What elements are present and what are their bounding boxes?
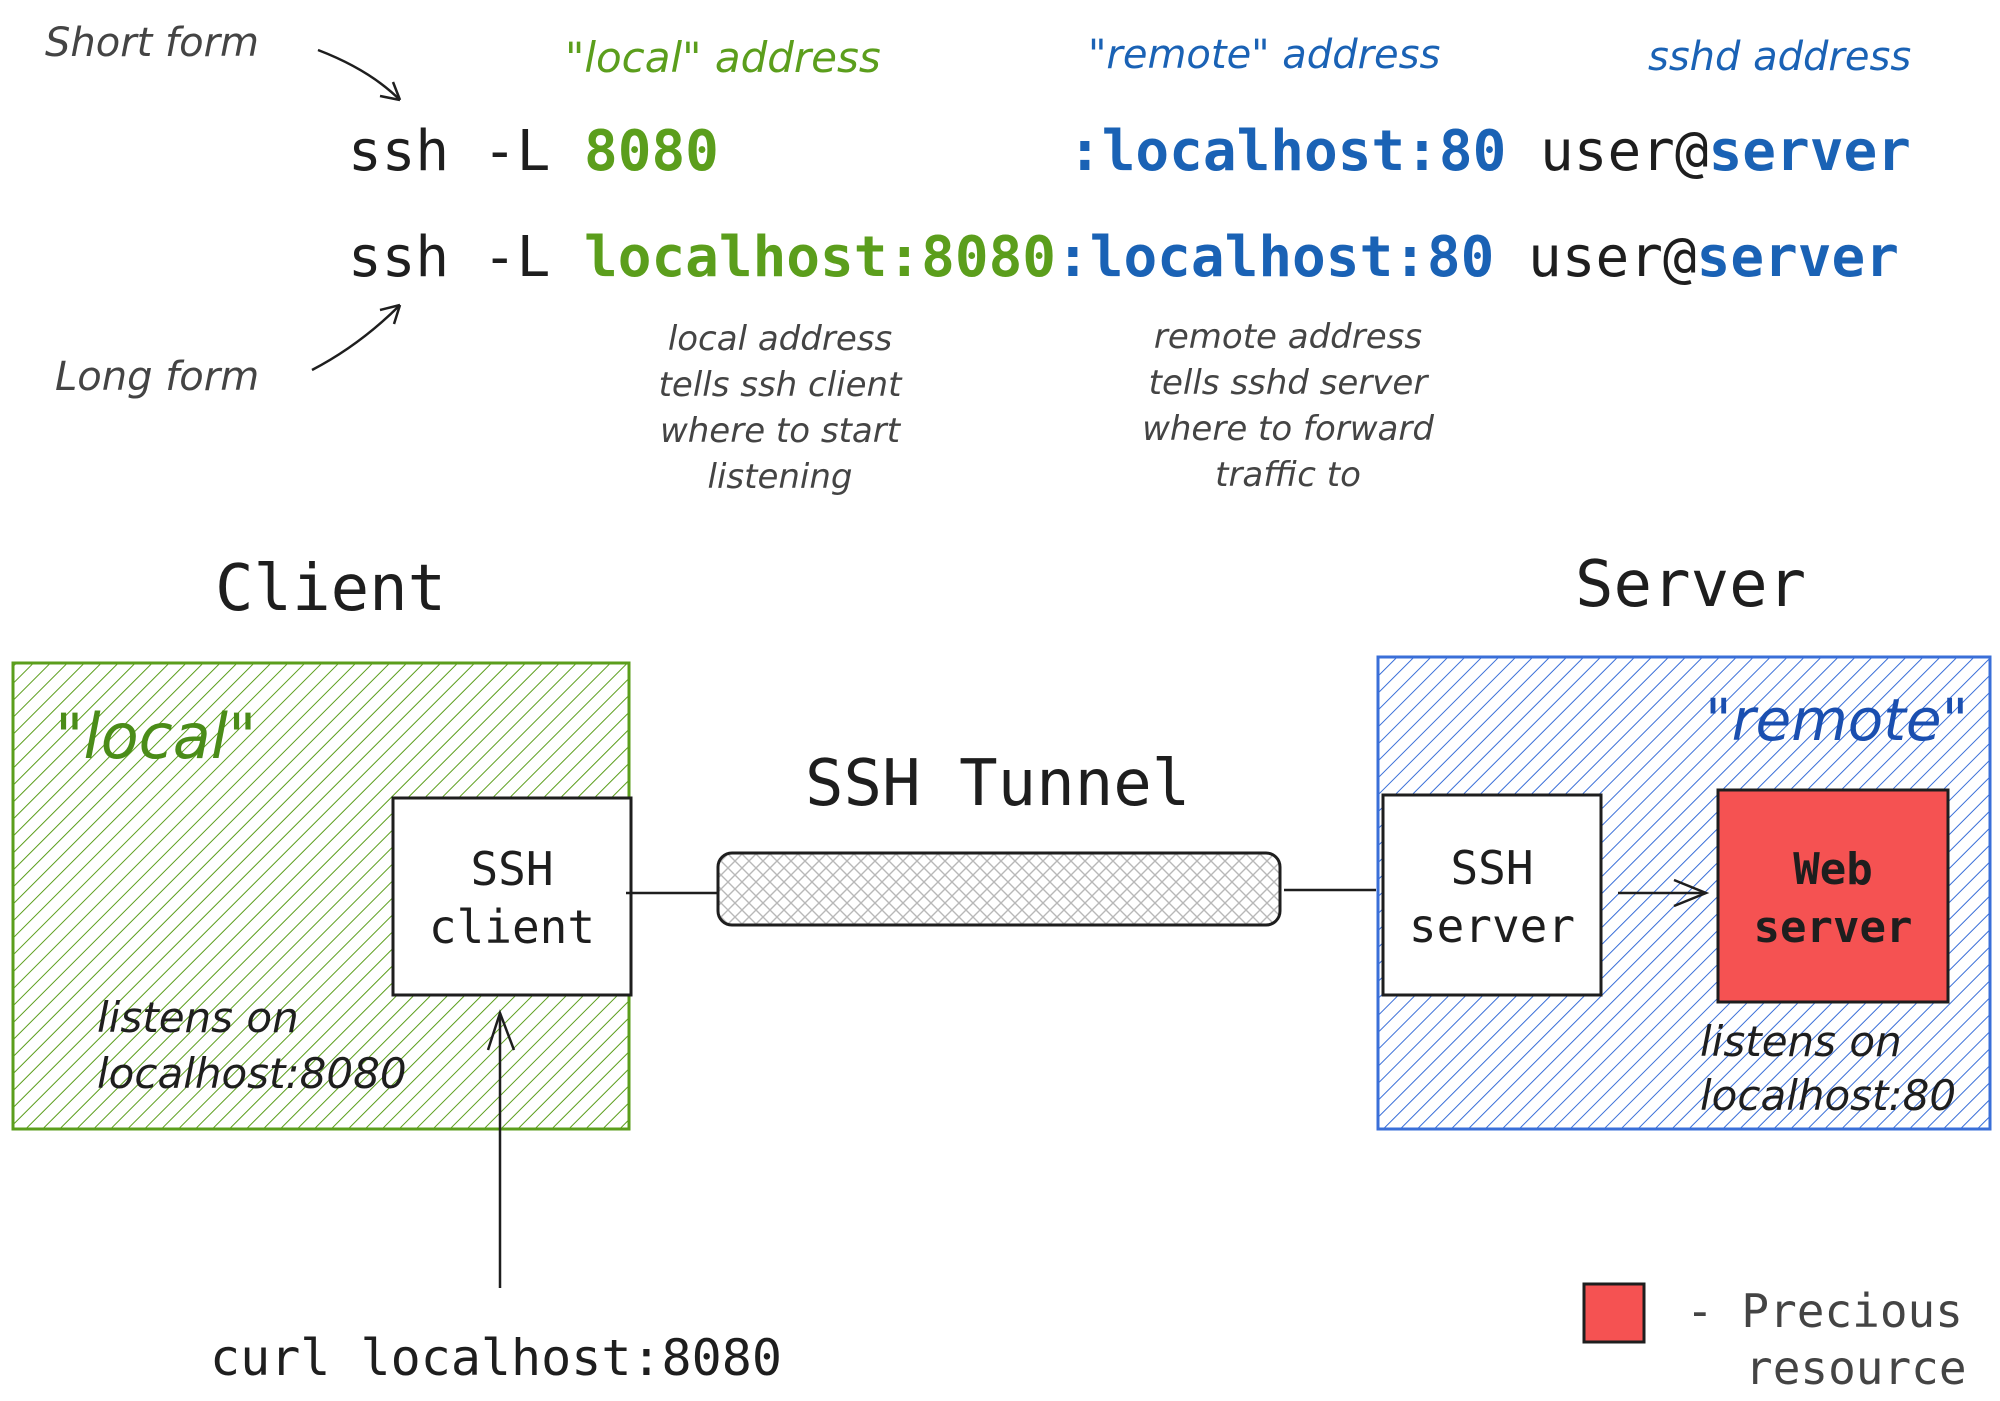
web-server-label: Web: [1793, 844, 1872, 895]
cmd-short-local: 8080: [584, 119, 719, 184]
local-note-line: listening: [708, 457, 853, 497]
web-server-box: [1716, 788, 1950, 1004]
remote-address-header: "remote" address: [1088, 32, 1440, 78]
cmd-long-prefix: ssh -L: [348, 225, 584, 290]
remote-note-line: remote address: [1154, 317, 1422, 357]
cmd-long-server: server: [1697, 225, 1899, 290]
short-form-arrow-icon: [317, 48, 401, 101]
local-address-header: "local" address: [565, 33, 881, 82]
local-note-line: where to start: [660, 411, 902, 451]
short-form-label: Short form: [45, 20, 259, 66]
long-form-arrow-icon: [311, 304, 401, 372]
long-form-label: Long form: [55, 354, 259, 400]
long-form-command: ssh -L localhost:8080:localhost:80 user@…: [348, 225, 1899, 290]
legend-swatch: [1582, 1282, 1646, 1344]
local-address-note: local address tells ssh client where to …: [659, 319, 904, 497]
cmd-short-prefix: ssh -L: [348, 119, 584, 184]
client-listen-note: listens on localhost:8080: [97, 993, 407, 1098]
local-note-line: local address: [668, 319, 892, 359]
legend-label: resource: [1745, 1341, 1967, 1395]
cmd-short-remote: :localhost:80: [1068, 119, 1506, 184]
cmd-long-local: localhost:8080: [584, 225, 1056, 290]
remote-note-line: where to forward: [1142, 409, 1434, 449]
cmd-short-server: server: [1709, 119, 1911, 184]
server-title: Server: [1575, 548, 1806, 622]
curl-arrow-head-icon: [486, 1009, 516, 1051]
ssh-tunnel-pipe: [716, 851, 1282, 927]
short-form-command-remote: :localhost:80 user@server: [1068, 119, 1911, 184]
cmd-short-user: user@: [1506, 119, 1708, 184]
remote-note-line: tells sshd server: [1149, 363, 1430, 403]
client-title: Client: [215, 552, 446, 626]
server-listen-line: localhost:80: [1700, 1071, 1956, 1120]
ssh-client-label: SSH: [470, 842, 553, 896]
client-listen-line: listens on: [97, 993, 299, 1042]
curl-command: curl localhost:8080: [210, 1329, 782, 1387]
ssh-server-box: [1381, 793, 1603, 997]
ssh-client-label: client: [429, 900, 595, 954]
cmd-long-user: user@: [1494, 225, 1696, 290]
web-server-label: server: [1754, 902, 1913, 953]
client-listen-line: localhost:8080: [97, 1049, 407, 1098]
server-listen-line: listens on: [1700, 1017, 1902, 1066]
sshd-address-header: sshd address: [1648, 34, 1911, 80]
ssh-client-box: [391, 796, 633, 997]
legend-label: - Precious: [1686, 1284, 1963, 1338]
ssh-tunnel-title: SSH Tunnel: [805, 747, 1190, 821]
remote-note-line: traffic to: [1215, 455, 1361, 495]
remote-address-note: remote address tells sshd server where t…: [1142, 317, 1434, 495]
cmd-long-remote: :localhost:80: [1056, 225, 1494, 290]
ssh-server-label: server: [1409, 899, 1575, 953]
sshd-to-web-arrow-head-icon: [1673, 878, 1710, 908]
short-form-command: ssh -L 8080: [348, 119, 719, 184]
local-zone-label: "local": [55, 700, 257, 773]
ssh-server-label: SSH: [1450, 841, 1533, 895]
local-note-line: tells ssh client: [659, 365, 904, 405]
server-listen-note: listens on localhost:80: [1700, 1017, 1956, 1120]
remote-zone-label: "remote": [1705, 686, 1968, 754]
